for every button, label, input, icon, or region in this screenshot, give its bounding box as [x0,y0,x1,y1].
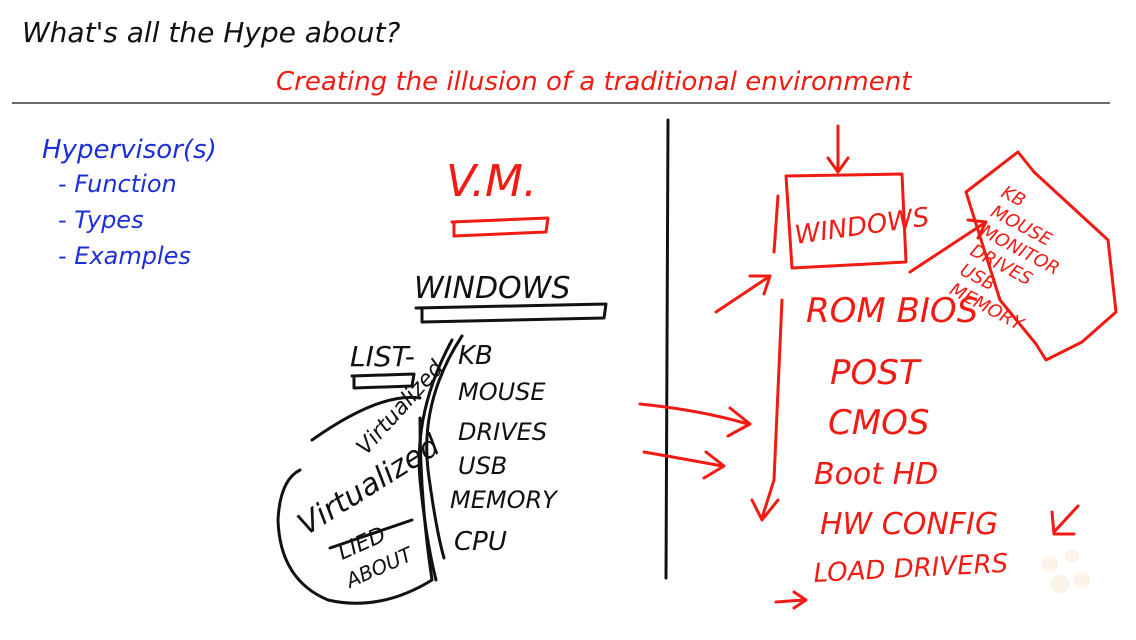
topic-function: - Function [58,170,177,198]
vm-underline [450,216,550,238]
arrow-to-cmos [638,402,752,438]
host-os-box [784,172,908,270]
hw-drives: DRIVES [458,418,547,446]
step-rom-bios: ROM BIOS [806,291,978,331]
center-divider [664,118,670,580]
arrow-to-boot [642,450,726,480]
arrow-to-devices [908,218,988,274]
boot-flow-arrow [750,298,784,522]
topic-examples: - Examples [58,242,191,270]
list-label: LIST- [350,340,415,373]
host-os-label: WINDOWS [793,202,931,251]
step-load-drivers: LOAD DRIVERS [813,549,1009,589]
device-list-box [964,150,1118,362]
host-os-box-left-mark [772,194,780,254]
topics-heading: Hypervisor(s) [42,135,217,165]
hw-kb: KB [458,341,493,371]
page-title: What's all the Hype about? [22,16,401,49]
hw-mouse: MOUSE [458,378,546,406]
vm-os-label: WINDOWS [414,271,570,306]
arrow-hw-config [1050,504,1080,536]
vm-os-underline [414,302,608,324]
step-hw-config: HW CONFIG [820,507,998,542]
arrow-to-host-os [714,274,772,314]
page-subtitle: Creating the illusion of a traditional e… [276,67,912,97]
step-boot-hd: Boot HD [814,457,938,492]
list-underline [350,372,416,390]
topic-types: - Types [58,206,144,234]
down-arrow-top [826,124,850,174]
hardware-bracket-line [425,334,464,560]
hw-cpu: CPU [454,527,507,557]
virtualized-oval [276,395,434,605]
arrow-load-drivers [774,590,808,610]
vm-label: V.M. [446,156,537,207]
hardware-bracket-line-2 [417,338,454,582]
hw-usb: USB [458,452,507,480]
step-post: POST [830,353,922,393]
step-cmos: CMOS [828,403,929,443]
hw-memory: MEMORY [450,486,559,514]
watermark-logo [1042,549,1090,593]
virtualized-divider [328,518,414,550]
